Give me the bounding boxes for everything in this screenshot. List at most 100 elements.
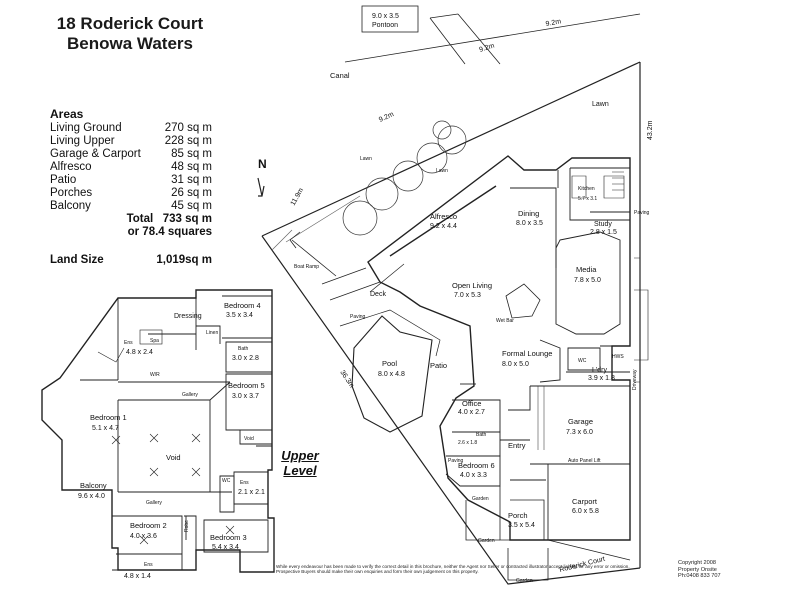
ground-bath-dim: 2.6 x 1.8: [458, 440, 477, 446]
entry-label: Entry: [508, 441, 526, 450]
dim-9-2-c: 9.2m: [378, 111, 395, 124]
ens2-label: Ens: [240, 480, 249, 486]
dim-43-2: 43.2m: [647, 120, 654, 140]
canal-water-edge: [271, 195, 361, 251]
carport-label: Carport: [572, 497, 598, 506]
area-row: Garage & Carport 85 sq m: [50, 148, 212, 161]
balcony-dim: 9.6 x 4.0: [78, 493, 105, 500]
auto-panel-label: Auto Panel Lift: [568, 458, 601, 464]
ens3-label: Ens: [144, 562, 153, 568]
driveway-label: Driveway: [632, 369, 638, 390]
dim-11-9: 11.9m: [290, 187, 306, 207]
boat-ramp-label: Boat Ramp: [294, 264, 319, 270]
paving-label-bottom: Paving: [448, 458, 464, 464]
entry-porch: [465, 486, 631, 581]
area-row-label: Garage & Carport: [50, 148, 141, 160]
formal-lounge-label: Formal Lounge: [502, 349, 552, 358]
upper-level-label: Upper Level: [270, 448, 330, 478]
gallery-label-top: Gallery: [182, 392, 198, 398]
deck-label: Deck: [370, 291, 386, 298]
upper-level-label-line2: Level: [283, 463, 317, 478]
compass-north-arrow: [257, 177, 265, 197]
hws-label: HWS: [612, 354, 624, 360]
ens2-dim: 2.1 x 2.1: [238, 489, 265, 496]
bedroom1-dim: 5.1 x 4.7: [92, 425, 119, 432]
bedroom6-label: Bedroom 6: [458, 461, 495, 470]
carport-dim: 6.0 x 5.8: [572, 508, 599, 515]
area-row-value: 270 sq m: [164, 122, 212, 134]
wet-bar-label: Wet Bar: [496, 318, 514, 324]
area-row-value: 45 sq m: [171, 200, 212, 212]
pool-label: Pool: [382, 359, 397, 368]
copyright-line3: Ph:0408 833 707: [678, 573, 721, 580]
ldry-label: L'dry: [592, 367, 607, 374]
boat-ramp: [289, 231, 337, 277]
area-row-value: 26 sq m: [171, 187, 212, 199]
compass-n-label: N: [258, 157, 267, 171]
area-row-label: Living Upper: [50, 135, 115, 147]
disclaimer-note: While every endeavour has been made to v…: [276, 564, 630, 575]
bedroom4-label: Bedroom 4: [224, 301, 261, 310]
bedroom5-label: Bedroom 5: [228, 381, 265, 390]
area-row-value: 228 sq m: [164, 135, 212, 147]
upper-floor-rooms: [61, 295, 273, 571]
open-living-dim: 7.0 x 5.3: [454, 292, 481, 299]
pool-dim: 8.0 x 4.8: [378, 371, 405, 378]
open-living-label: Open Living: [452, 281, 492, 290]
media-label: Media: [576, 265, 597, 274]
bedroom3-dim: 5.4 x 3.4: [212, 544, 239, 551]
copyright-line1: Copyright 2008: [678, 560, 716, 566]
area-row-label: Patio: [50, 174, 77, 186]
land-size: Land Size 1,019sq m: [50, 254, 212, 266]
paving-label-right: Paving: [634, 210, 650, 216]
wir-label: W/R: [150, 372, 160, 378]
lawn-label-mid: Lawn: [436, 168, 448, 174]
ens1-label: Ens: [124, 340, 133, 346]
area-row-value: 48 sq m: [171, 161, 212, 173]
paving-label-left: Paving: [350, 314, 366, 320]
bedroom3-label: Bedroom 3: [210, 533, 247, 542]
porch-label: Porch: [508, 511, 528, 520]
land-size-label: Land Size: [50, 254, 104, 266]
ground-bath-label: Bath: [476, 432, 487, 438]
pool: [339, 309, 441, 433]
study-label: Study: [594, 221, 612, 228]
dim-9-2-a: 9.2m: [545, 18, 562, 28]
spa-label: Spa: [150, 338, 159, 344]
canal-label: Canal: [330, 71, 350, 80]
office-label: Office: [462, 399, 481, 408]
kitchen-dim: 5.7 x 3.1: [578, 196, 597, 202]
bedroom2-label: Bedroom 2: [130, 521, 167, 530]
garden-trees: [342, 120, 467, 236]
upper-level-label-line1: Upper: [281, 448, 319, 463]
area-row-value: 85 sq m: [171, 148, 212, 160]
bedroom6-dim: 4.0 x 3.3: [460, 472, 487, 479]
media-dim: 7.8 x 5.0: [574, 277, 601, 284]
dressing-label: Dressing: [174, 313, 202, 320]
address-line-suburb: Benowa Waters: [67, 34, 193, 53]
area-row: Balcony 45 sq m: [50, 200, 212, 213]
garden-label-1: Garden: [472, 496, 489, 502]
balcony-label: Balcony: [80, 481, 107, 490]
void-label-small: Void: [244, 436, 254, 442]
bedroom1-label: Bedroom 1: [90, 413, 127, 422]
ens3-dim: 4.8 x 1.4: [124, 573, 151, 580]
bedroom4-dim: 3.5 x 3.4: [226, 312, 253, 319]
lawn-label-left: Lawn: [360, 156, 372, 162]
bedroom5-dim: 3.0 x 3.7: [232, 393, 259, 400]
copyright-block: Copyright 2008 Property Onsite Ph:0408 8…: [678, 560, 721, 580]
area-row: Living Upper 228 sq m: [50, 135, 212, 148]
area-row-label: Balcony: [50, 200, 91, 212]
pontoon-label: Pontoon: [372, 22, 398, 29]
areas-squares: or 78.4 squares: [127, 226, 212, 238]
alfresco-dim: 9.2 x 4.4: [430, 223, 457, 230]
dining-dim: 8.0 x 3.5: [516, 220, 543, 227]
garage-dim: 7.3 x 6.0: [566, 429, 593, 436]
alfresco-label: Alfresco: [430, 212, 457, 221]
dim-9-2-b: 9.2m: [478, 42, 495, 54]
